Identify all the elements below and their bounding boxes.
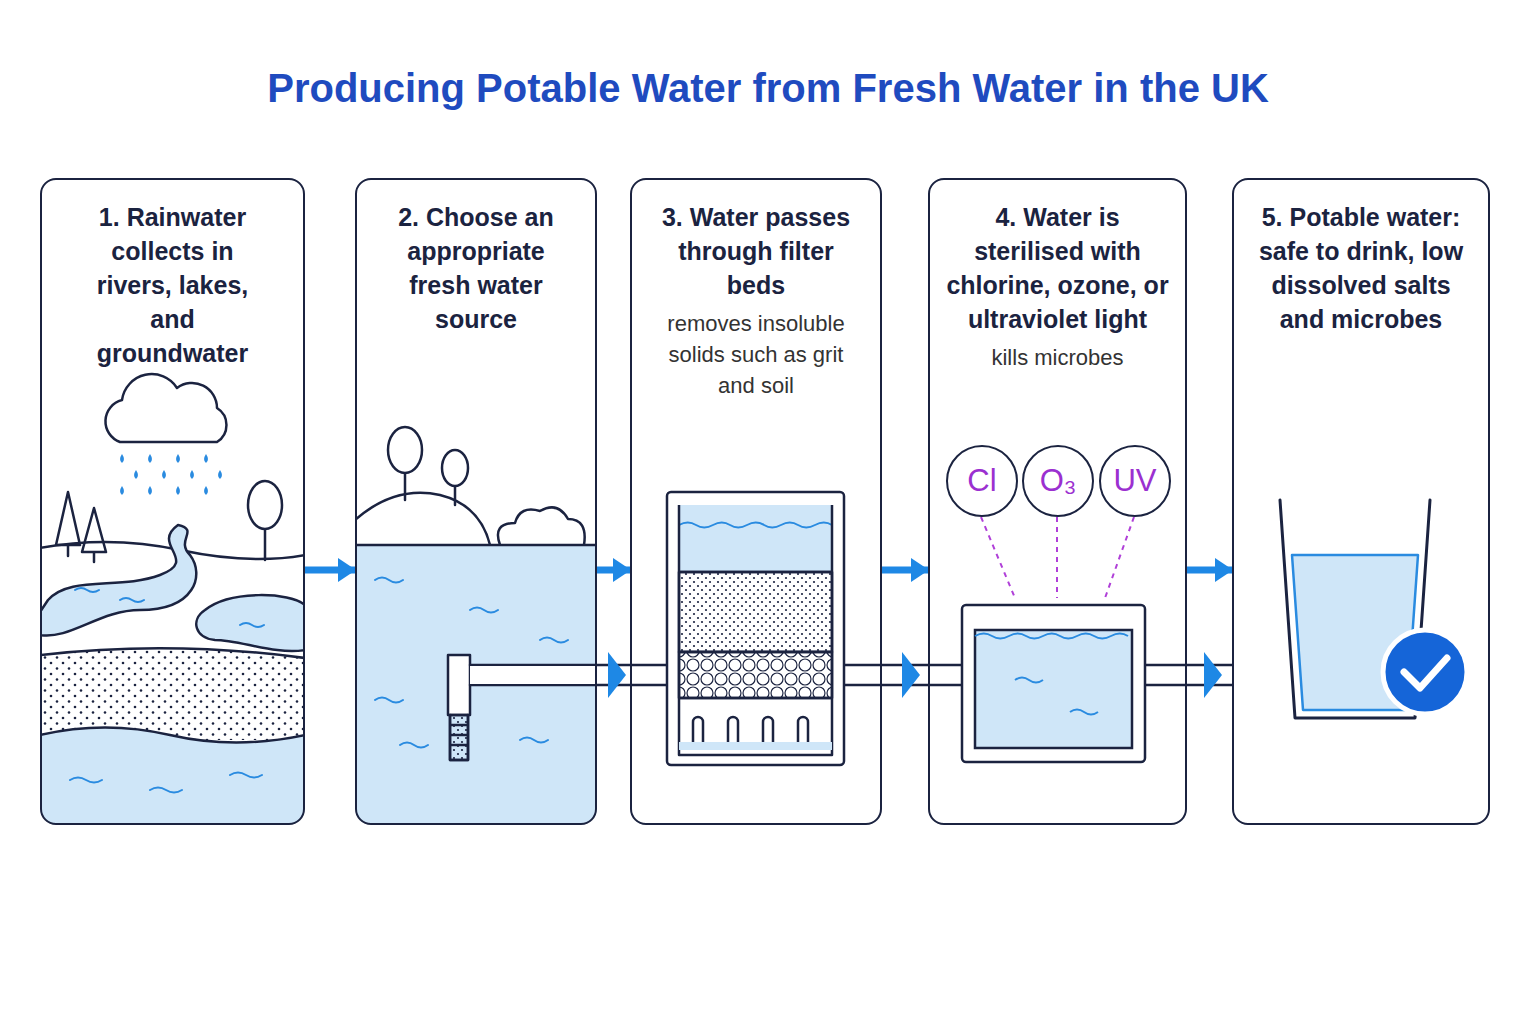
step-heading: 5. Potable water: safe to drink, low dis… xyxy=(1259,200,1464,336)
rain-landscape xyxy=(41,374,304,824)
rain-landscape-part xyxy=(41,648,304,658)
raindrop xyxy=(120,486,124,495)
rain-landscape-part xyxy=(105,374,226,442)
rain-landscape-part xyxy=(41,648,304,740)
process-step-box: 1. Rainwater collects in rivers, lakes, … xyxy=(40,178,305,825)
raindrop xyxy=(148,454,152,463)
filter-bed-part xyxy=(693,717,808,742)
water-source-part xyxy=(388,427,422,473)
step-heading: 2. Choose an appropriate fresh water sou… xyxy=(376,200,576,336)
rain-landscape-part xyxy=(56,492,106,562)
symbol-label: UV xyxy=(1113,463,1156,499)
sterilant-symbol: O₃ xyxy=(1022,445,1094,517)
text-holder: 5. Potable water: safe to drink, low dis… xyxy=(1234,180,1488,336)
glass-of-water-part xyxy=(1404,658,1447,688)
raindrop xyxy=(204,486,208,495)
filter-bed xyxy=(667,492,844,765)
raindrop xyxy=(120,454,124,463)
text-holder: 4. Water is sterilised with chlorine, oz… xyxy=(930,180,1185,373)
raindrop xyxy=(218,470,222,479)
sterilising-tank-part xyxy=(962,605,1145,762)
step-heading: 4. Water is sterilised with chlorine, oz… xyxy=(945,200,1170,336)
text-holder: 3. Water passes through filter bedsremov… xyxy=(632,180,880,401)
raindrop xyxy=(204,454,208,463)
process-step-box: 4. Water is sterilised with chlorine, oz… xyxy=(928,178,1187,825)
rain-landscape-part xyxy=(41,728,304,825)
water-source-part xyxy=(375,578,568,748)
raindrop xyxy=(134,470,138,479)
water-source-part xyxy=(442,450,468,486)
rain-landscape-part xyxy=(264,528,267,560)
process-step-box: 5. Potable water: safe to drink, low dis… xyxy=(1232,178,1490,825)
water-source xyxy=(356,427,596,824)
sterilising-tank-part xyxy=(975,634,1128,639)
pipe-arrows-part xyxy=(1204,652,1222,698)
pipe-arrows-part xyxy=(902,652,920,698)
raindrop xyxy=(148,486,152,495)
rain-landscape-part xyxy=(70,588,264,793)
filter-bed-part xyxy=(679,505,832,572)
pipes-part xyxy=(930,665,963,685)
raindrop xyxy=(162,470,166,479)
text-holder: 1. Rainwater collects in rivers, lakes, … xyxy=(42,180,303,370)
water-source-part xyxy=(450,715,468,760)
rain-landscape-part xyxy=(248,481,282,529)
sterilising-tank-part xyxy=(981,517,1134,598)
diagram-title: Producing Potable Water from Fresh Water… xyxy=(0,66,1536,111)
symbol-label: Cl xyxy=(967,463,996,499)
raindrop xyxy=(176,486,180,495)
sterilising-tank xyxy=(962,517,1145,762)
step-description: kills microbes xyxy=(945,342,1170,373)
water-source-part xyxy=(450,715,468,760)
filter-bed-part xyxy=(667,492,844,765)
raindrop xyxy=(190,470,194,479)
water-source-part xyxy=(356,493,490,545)
glass-of-water xyxy=(1280,500,1467,718)
glass-of-water-part xyxy=(1383,630,1467,714)
pipes-part xyxy=(597,665,668,685)
sterilising-tank-part xyxy=(975,630,1132,748)
process-step-box: 3. Water passes through filter bedsremov… xyxy=(630,178,882,825)
flow-arrow xyxy=(882,567,928,574)
raindrops xyxy=(120,454,222,495)
raindrop xyxy=(176,454,180,463)
step-heading: 1. Rainwater collects in rivers, lakes, … xyxy=(80,200,265,370)
sterilising-tank-part xyxy=(1015,678,1098,715)
sterilant-symbol: UV xyxy=(1099,445,1171,517)
step-description: removes insoluble solids such as grit an… xyxy=(651,308,861,401)
filter-bed-part xyxy=(679,652,832,698)
filter-bed-part xyxy=(679,742,832,750)
rain-landscape-part xyxy=(41,525,196,636)
flow-arrow xyxy=(1187,567,1232,574)
flow-arrow xyxy=(597,567,630,574)
step-heading: 3. Water passes through filter beds xyxy=(651,200,861,302)
flow-arrow xyxy=(305,567,355,574)
water-source-part xyxy=(448,655,470,715)
water-source-part xyxy=(470,665,596,685)
sterilant-symbol: Cl xyxy=(946,445,1018,517)
process-step-box: 2. Choose an appropriate fresh water sou… xyxy=(355,178,597,825)
filter-bed-part xyxy=(679,523,832,528)
pipe-arrows-part xyxy=(608,652,626,698)
text-holder: 2. Choose an appropriate fresh water sou… xyxy=(357,180,595,336)
intake-pipe xyxy=(470,666,605,684)
filter-bed-part xyxy=(679,572,832,652)
filter-bed-part xyxy=(679,505,832,755)
symbol-label: O₃ xyxy=(1040,463,1077,499)
water-source-part xyxy=(498,507,585,545)
